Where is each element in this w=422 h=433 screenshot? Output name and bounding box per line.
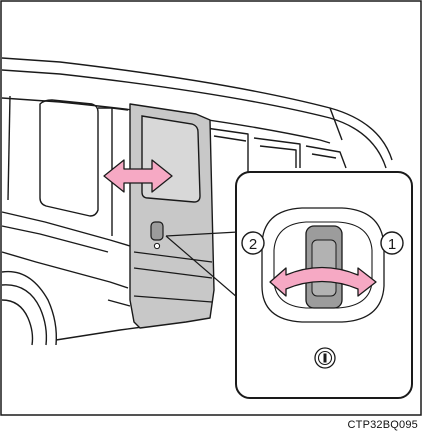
callout-1: 1: [381, 232, 403, 254]
door-handle-small: [151, 222, 163, 240]
door-lock-small: [154, 243, 159, 248]
callout-1-label: 1: [388, 236, 396, 253]
door-window: [142, 116, 200, 202]
handle-detail-callout: [236, 172, 412, 398]
figure-code: CTP32BQ095: [348, 419, 418, 431]
callout-2: 2: [242, 232, 264, 254]
key-cylinder: [315, 348, 335, 368]
callout-2-label: 2: [249, 236, 257, 253]
